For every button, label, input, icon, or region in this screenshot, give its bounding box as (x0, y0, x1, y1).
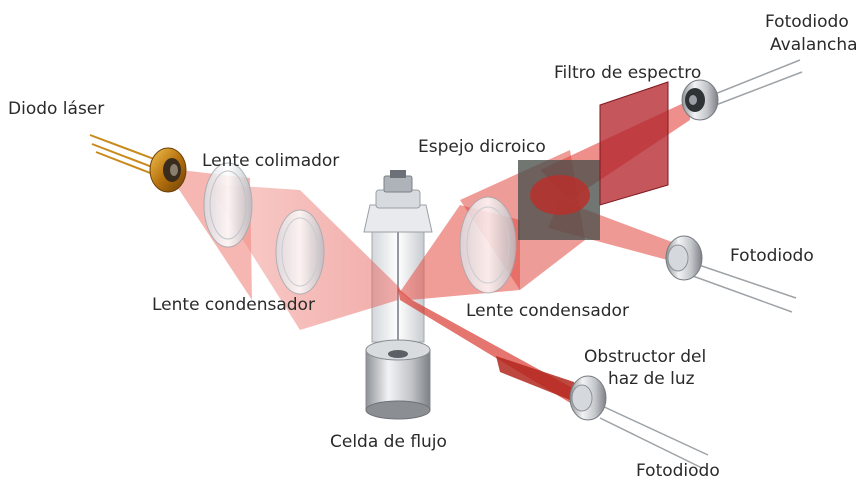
beam-block-photodiode (569, 375, 709, 469)
label-obstructor-1: Obstructor del (584, 347, 706, 367)
collimator-lens (203, 162, 253, 248)
label-fotodiodo-avalancha-1: Fotodiodo (765, 12, 849, 32)
label-lente-colimador: Lente colimador (202, 151, 339, 171)
dichroic-mirror (518, 160, 600, 240)
label-lente-condensador-right: Lente condensador (466, 301, 629, 321)
label-celda-de-flujo: Celda de flujo (330, 432, 447, 452)
avalanche-photodiode (681, 59, 803, 121)
condenser-lens-right (459, 196, 517, 294)
condenser-lens-left (275, 209, 325, 295)
label-fotodiodo-avalancha-2: Avalancha (770, 35, 858, 55)
label-lente-condensador-left: Lente condensador (152, 295, 315, 315)
label-fotodiodo-bottom: Fotodiodo (636, 461, 720, 481)
label-filtro-de-espectro: Filtro de espectro (554, 63, 701, 83)
label-diodo-laser: Diodo láser (8, 99, 104, 119)
label-fotodiodo-right: Fotodiodo (730, 246, 814, 266)
label-obstructor-2: haz de luz (608, 369, 695, 389)
flow-cell (363, 170, 433, 420)
labels: Diodo láser Lente colimador Lente conden… (8, 12, 858, 481)
label-espejo-dicroico: Espejo dicroico (418, 137, 546, 157)
photodiode-right (665, 235, 797, 313)
spectral-filter (599, 81, 669, 206)
laser-diode (89, 134, 187, 193)
